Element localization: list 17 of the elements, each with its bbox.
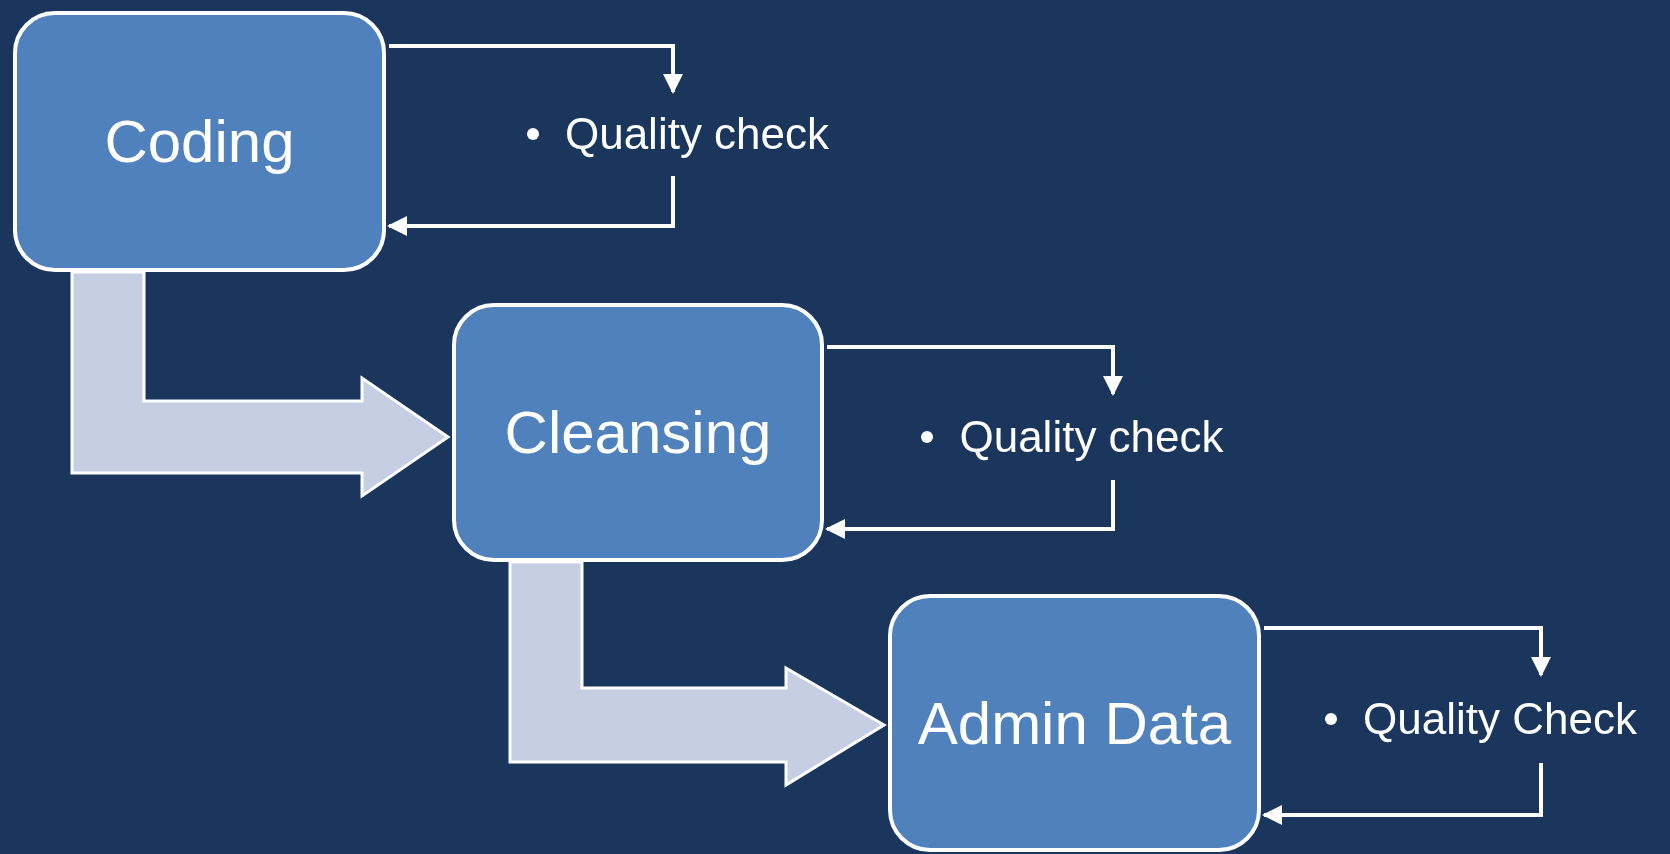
process-box (888, 594, 1261, 852)
arrow (1264, 626, 1551, 677)
box-label: Coding (104, 107, 295, 176)
arrow (1262, 763, 1543, 825)
block-arrow (508, 560, 887, 788)
process-box (452, 303, 824, 562)
block-arrow (70, 270, 451, 499)
process-box (13, 11, 386, 272)
list-item-text: Quality check (564, 109, 830, 159)
list-item-text: Quality check (959, 412, 1224, 462)
box-label: Cleansing (504, 398, 772, 467)
arrow (389, 44, 683, 94)
arrow (827, 345, 1123, 396)
box-label: Admin Data (917, 688, 1232, 758)
list-item-text: Quality Check (1363, 694, 1637, 744)
arrow (825, 480, 1115, 539)
arrow (387, 176, 675, 236)
